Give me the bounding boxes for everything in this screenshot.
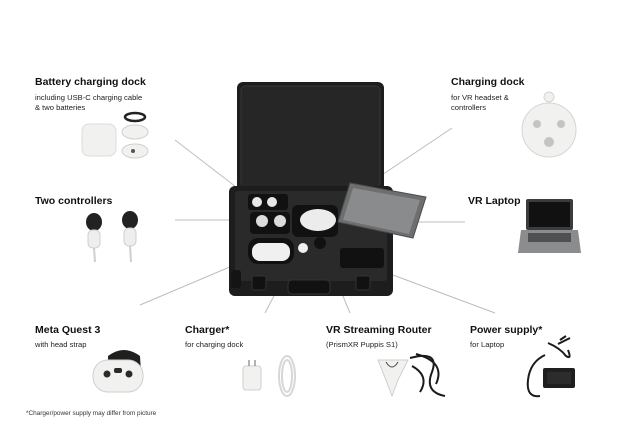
charging-dock	[521, 102, 577, 158]
laptop-image	[518, 199, 581, 253]
charger-image	[242, 355, 296, 397]
headset-title: Meta Quest 3	[35, 324, 101, 336]
charger-brick	[242, 365, 262, 391]
headset-desc: with head strap	[35, 339, 87, 349]
controllers-image	[86, 211, 138, 263]
power-supply-image	[526, 335, 575, 398]
router-image	[377, 353, 446, 398]
charging-dock-in-case	[300, 209, 336, 231]
charging-dock-desc-2: controllers	[451, 102, 487, 112]
router-label: VR Streaming Router (PrismXR Puppis S1)	[326, 324, 432, 349]
charger-cable	[278, 355, 296, 397]
charger-in-case	[298, 243, 308, 253]
case-handle	[287, 279, 331, 295]
headset-in-case	[252, 243, 290, 261]
battery-dock-desc-1: including USB-C charging cable	[35, 92, 143, 102]
charging-dock-desc-1: for VR headset &	[451, 92, 509, 102]
charging-dock-image	[521, 91, 577, 158]
footnote: *Charger/power supply may differ from pi…	[26, 410, 157, 417]
battery-in-case	[252, 197, 262, 207]
charging-dock-label: Charging dock for VR headset & controlle…	[451, 76, 525, 112]
charger-desc: for charging dock	[185, 339, 244, 349]
controllers-title: Two controllers	[35, 195, 113, 207]
controller-right	[122, 211, 138, 229]
charging-dock-title: Charging dock	[451, 76, 525, 88]
lid-foam	[240, 85, 381, 189]
power-supply-title: Power supply*	[470, 324, 543, 336]
charger-title: Charger*	[185, 324, 230, 336]
usbc-cable	[123, 111, 147, 123]
controllers-in-case	[256, 215, 268, 227]
charger-label: Charger* for charging dock	[185, 324, 243, 349]
battery-1	[121, 124, 149, 140]
battery-dock-title: Battery charging dock	[35, 76, 146, 88]
battery-dock	[81, 123, 117, 157]
controllers-label: Two controllers	[35, 195, 112, 208]
laptop-title: VR Laptop	[468, 195, 521, 207]
battery-dock-image	[81, 111, 149, 159]
leader-line-battery-dock	[174, 139, 241, 191]
psu-in-case	[340, 248, 384, 268]
headset-label: Meta Quest 3 with head strap	[35, 324, 100, 349]
router-title: VR Streaming Router	[326, 324, 432, 336]
battery-dock-desc-2: & two batteries	[35, 102, 86, 112]
controller-left	[86, 213, 102, 231]
headset-image	[92, 350, 144, 393]
headset-front	[92, 359, 144, 393]
laptop-label: VR Laptop	[468, 195, 521, 208]
router-cables	[409, 354, 446, 397]
carrying-case	[229, 82, 427, 296]
streaming-router	[377, 359, 409, 398]
power-supply-label: Power supply* for Laptop	[470, 324, 542, 349]
power-cord	[547, 342, 571, 359]
power-supply-desc: for Laptop	[470, 339, 505, 349]
router-desc: (PrismXR Puppis S1)	[326, 339, 398, 349]
battery-dock-label: Battery charging dock including USB-C ch…	[35, 76, 146, 112]
